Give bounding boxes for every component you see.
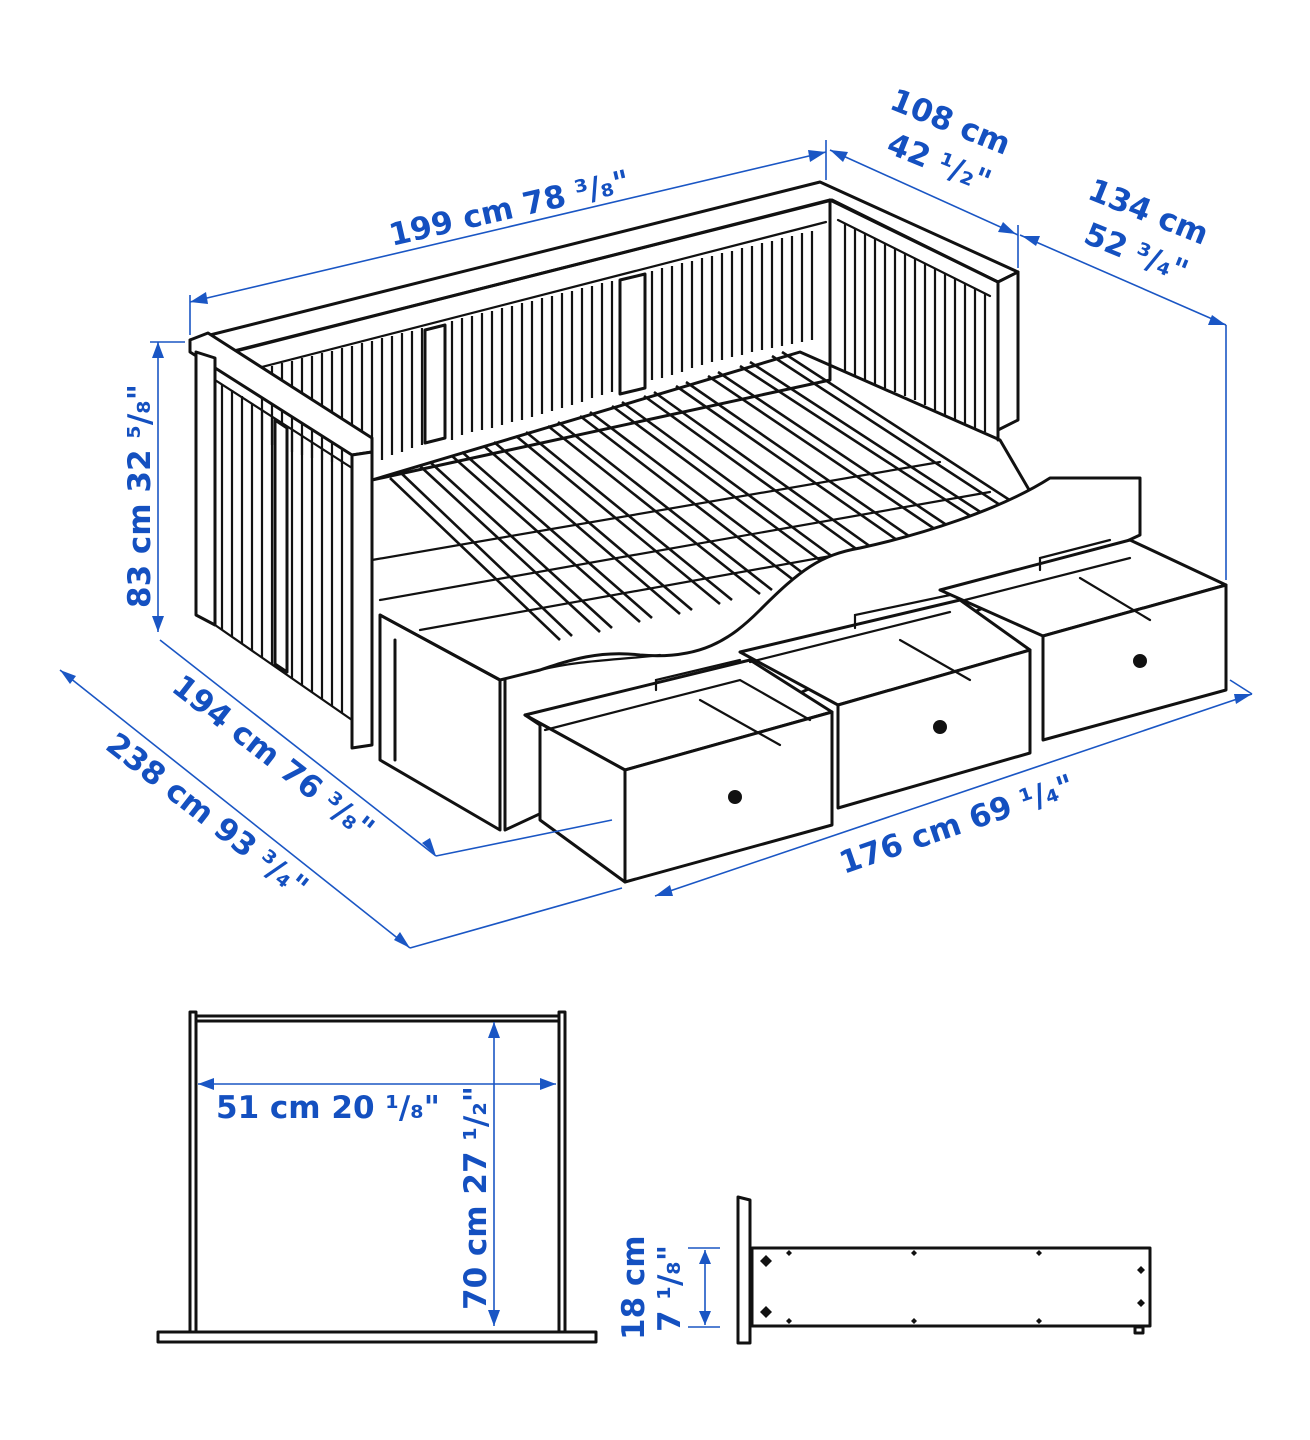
dimension-lines-isometric [59, 140, 1253, 949]
drawer-1 [523, 658, 834, 884]
slatted-bed-base [370, 350, 1037, 641]
daybed-isometric-view [188, 180, 1228, 884]
drawer-3 [938, 538, 1228, 742]
drawer-side-view: 18 cm 7 ¹/₈" [616, 1195, 1152, 1345]
label-drawer-width: 51 cm 20 ¹/₈" [216, 1090, 440, 1126]
left-side-panel [188, 331, 374, 750]
label-drawer-depth: 70 cm 27 ¹/₂" [458, 1086, 494, 1310]
drawer-knob-icon [1133, 654, 1147, 668]
label-drawer-height-cm: 18 cm [616, 1235, 652, 1340]
drawer-knob-icon [728, 790, 742, 804]
drawer-2 [738, 593, 1032, 810]
label-drawer-height-in: 7 ¹/₈" [652, 1245, 688, 1332]
drawer-top-view: 51 cm 20 ¹/₈" 70 cm 27 ¹/₂" [156, 1010, 598, 1344]
right-side-panel [828, 198, 1020, 442]
label-height: 83 cm 32 ⁵/₈" [122, 384, 158, 608]
drawer-knob-icon [933, 720, 947, 734]
